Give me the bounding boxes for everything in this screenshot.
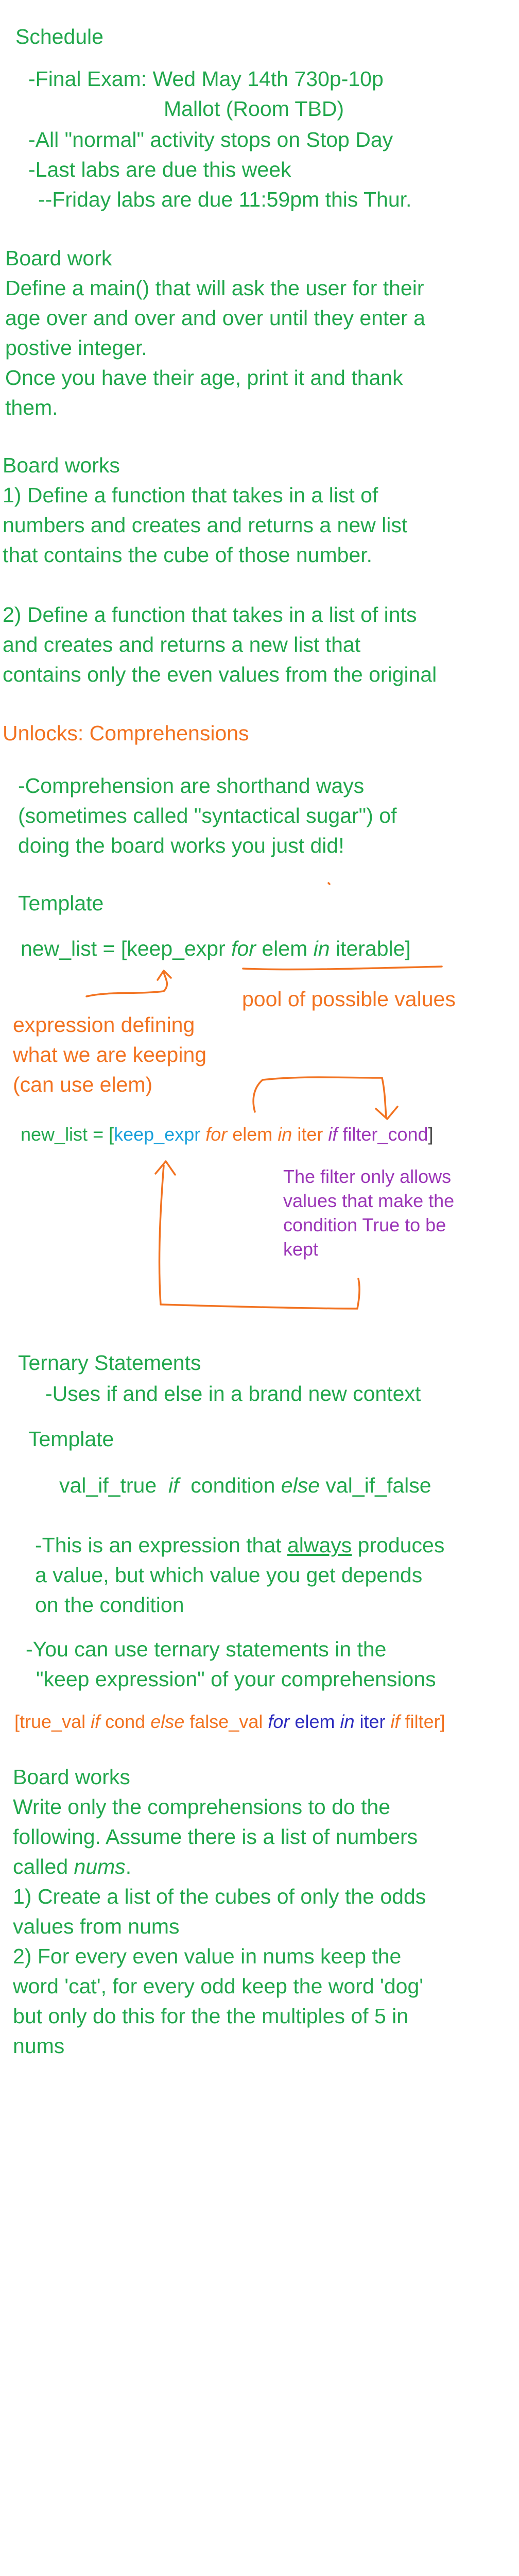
schedule-friday-labs: --Friday labs are due 11:59pm this Thur. <box>38 188 412 211</box>
combined-iter: iter <box>359 1711 386 1732</box>
ternary-title: Ternary Statements <box>18 1351 201 1375</box>
unlocks-desc: doing the board works you just did! <box>18 834 344 857</box>
ternary-condition: condition <box>191 1473 275 1497</box>
board-works-3-q2: nums <box>13 2034 65 2058</box>
orange-dot <box>327 882 331 885</box>
filter-note: The filter only allows <box>283 1166 452 1187</box>
pool-underline <box>242 965 443 971</box>
board-works-title: Board works <box>3 453 120 477</box>
board-works-3-line: called nums. <box>13 1851 131 1883</box>
combined-cond: cond <box>105 1711 146 1732</box>
line3-post: . <box>125 1855 132 1878</box>
schedule-title: Schedule <box>15 25 103 48</box>
ternary-note-post: produces <box>352 1533 445 1557</box>
ternary-note: on the condition <box>35 1593 184 1617</box>
unlocks-desc: (sometimes called "syntactical sugar") o… <box>18 804 397 827</box>
template2-for: for <box>205 1124 228 1145</box>
template2-in: in <box>278 1124 292 1145</box>
combined-elem: elem <box>295 1711 335 1732</box>
expr-label: what we are keeping <box>13 1043 207 1066</box>
combined-filter: filter <box>405 1711 440 1732</box>
board-works-3-q1: values from nums <box>13 1914 180 1938</box>
filter-note: kept <box>283 1239 319 1260</box>
template2-elem: elem <box>232 1124 273 1145</box>
board-work-line: Define a main() that will ask the user f… <box>5 276 424 300</box>
combined-in: in <box>340 1711 355 1732</box>
schedule-location: Mallot (Room TBD) <box>164 97 344 121</box>
filter-note: condition True to be <box>283 1214 446 1235</box>
board-works-3-q1: 1) Create a list of the cubes of only th… <box>13 1885 426 1908</box>
filter-note: values that make the <box>283 1190 455 1211</box>
ternary-else-keyword: else <box>281 1473 320 1497</box>
ternary-note-always: always <box>287 1533 352 1557</box>
combined-false-val: false_val <box>189 1711 263 1732</box>
template-for-keyword: for <box>231 937 256 960</box>
ternary-if-keyword: if <box>168 1473 179 1497</box>
combined-close: ] <box>440 1711 445 1732</box>
template2-filter: filter_cond <box>342 1124 428 1145</box>
combined-if: if <box>91 1711 100 1732</box>
board-works-q2: and creates and returns a new list that <box>3 633 361 656</box>
board-works-3-title: Board works <box>13 1765 130 1789</box>
comprehension-template-title: Template <box>18 891 104 915</box>
template-suffix: iterable] <box>330 937 411 960</box>
board-works-3-q2: word 'cat', for every odd keep the word … <box>13 1974 424 1998</box>
template2-prefix: new_list = [ <box>21 1124 114 1145</box>
ternary-template-title: Template <box>28 1427 114 1451</box>
combined-else: else <box>150 1711 185 1732</box>
board-work-line: postive integer. <box>5 336 147 360</box>
combined-for: for <box>268 1711 290 1732</box>
template2-keep: keep_expr <box>114 1124 201 1145</box>
unlocks-desc: -Comprehension are shorthand ways <box>18 774 365 798</box>
comprehension-template: new_list = [keep_expr for elem in iterab… <box>21 933 411 964</box>
expr-label: (can use elem) <box>13 1073 153 1096</box>
board-works-q2: 2) Define a function that takes in a lis… <box>3 603 417 626</box>
ternary-note-pre: -This is an expression that <box>35 1533 287 1557</box>
board-works-q1: numbers and creates and returns a new li… <box>3 513 408 537</box>
ternary-note: a value, but which value you get depends <box>35 1563 423 1587</box>
template2-iter: iter <box>297 1124 323 1145</box>
comprehension-template-filter: new_list = [keep_expr for elem in iter i… <box>21 1122 434 1146</box>
template-in-keyword: in <box>313 937 330 960</box>
ternary-note-2: "keep expression" of your comprehensions <box>36 1667 436 1691</box>
template-prefix: new_list = [keep_expr <box>21 937 232 960</box>
board-works-3-q2: but only do this for the the multiples o… <box>13 2004 409 2028</box>
pool-label: pool of possible values <box>242 987 456 1011</box>
line3-pre: called <box>13 1855 74 1878</box>
ternary-val-true: val_if_true <box>59 1473 157 1497</box>
ternary-subtitle: -Uses if and else in a brand new context <box>45 1382 421 1405</box>
board-work-line: Once you have their age, print it and th… <box>5 366 403 389</box>
board-work-line: age over and over and over until they en… <box>5 306 425 330</box>
board-works-q2: contains only the even values from the o… <box>3 663 437 686</box>
board-works-q1: 1) Define a function that takes in a lis… <box>3 483 378 507</box>
schedule-last-labs: -Last labs are due this week <box>28 158 291 181</box>
schedule-final-exam: -Final Exam: Wed May 14th 730p-10p <box>28 67 384 91</box>
unlocks-title: Unlocks: Comprehensions <box>3 721 249 745</box>
template2-close: ] <box>428 1124 434 1145</box>
expr-label: expression defining <box>13 1013 195 1037</box>
board-works-3-q2: 2) For every even value in nums keep the <box>13 1944 402 1968</box>
board-work-title: Board work <box>5 246 112 270</box>
ternary-val-false: val_if_false <box>325 1473 431 1497</box>
filter-back-arrow <box>154 1160 360 1310</box>
combined-if-filter: if <box>390 1711 400 1732</box>
board-works-3-line: following. Assume there is a list of num… <box>13 1825 418 1849</box>
expr-arrow <box>85 970 172 997</box>
combined-true-val: true_val <box>20 1711 86 1732</box>
ternary-note: -This is an expression that always produ… <box>35 1529 444 1561</box>
nums-word: nums <box>74 1855 126 1878</box>
ternary-comprehension: [true_val if cond else false_val for ele… <box>14 1709 445 1734</box>
filter-loop-arrow <box>252 1076 399 1120</box>
board-work-line: them. <box>5 396 58 419</box>
ternary-template: val_if_true if condition else val_if_fal… <box>59 1469 431 1501</box>
template-mid: elem <box>255 937 314 960</box>
schedule-stop-day: -All "normal" activity stops on Stop Day <box>28 128 393 151</box>
board-works-q1: that contains the cube of those number. <box>3 543 372 567</box>
ternary-note-2: -You can use ternary statements in the <box>26 1637 387 1661</box>
board-works-3-line: Write only the comprehensions to do the <box>13 1795 391 1819</box>
combined-open: [ <box>14 1711 20 1732</box>
template2-if: if <box>328 1124 338 1145</box>
